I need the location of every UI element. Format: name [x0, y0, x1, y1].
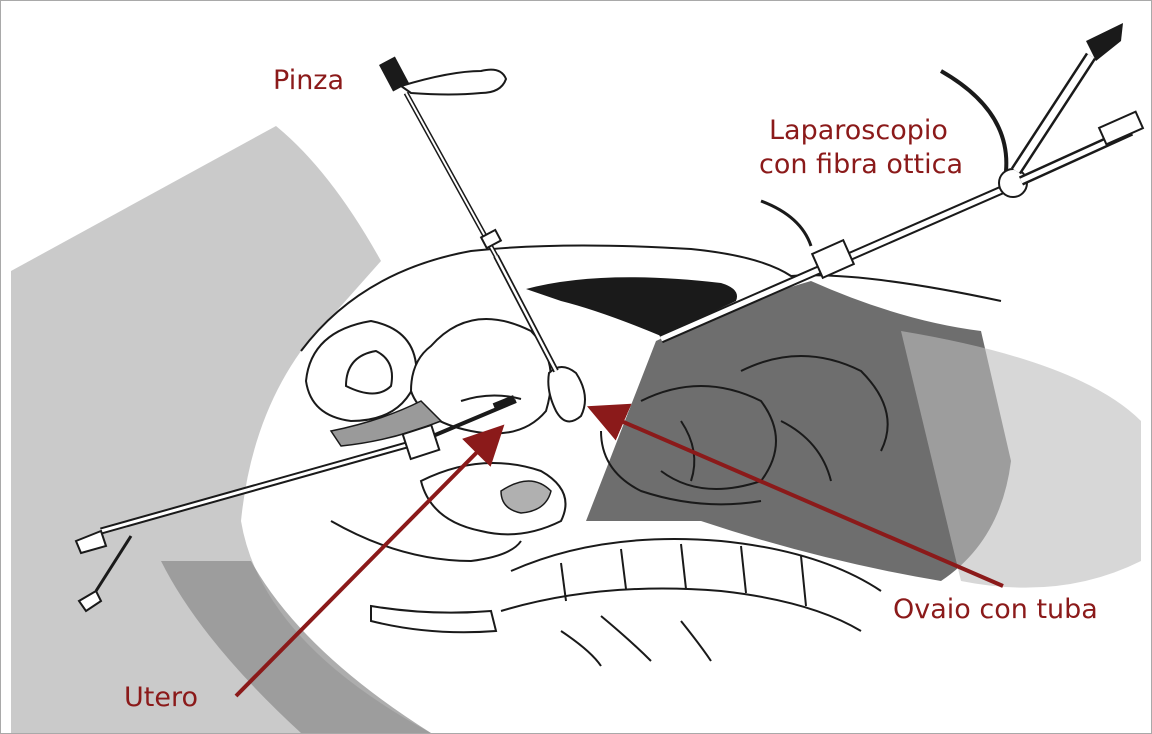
- laparoscope-eyepiece: [1086, 23, 1123, 61]
- bladder: [306, 321, 416, 421]
- label-pinza: Pinza: [273, 65, 344, 96]
- utero-arrow: [236, 433, 496, 696]
- label-laparoscopio-line2: con fibra ottica: [759, 149, 963, 180]
- spine: [371, 539, 881, 666]
- label-ovaio: Ovaio con tuba: [893, 594, 1098, 625]
- ovary: [548, 367, 585, 421]
- label-utero: Utero: [124, 682, 198, 713]
- pinza-handle-ring: [401, 70, 506, 95]
- label-laparoscopio-line1: Laparoscopio: [769, 115, 948, 146]
